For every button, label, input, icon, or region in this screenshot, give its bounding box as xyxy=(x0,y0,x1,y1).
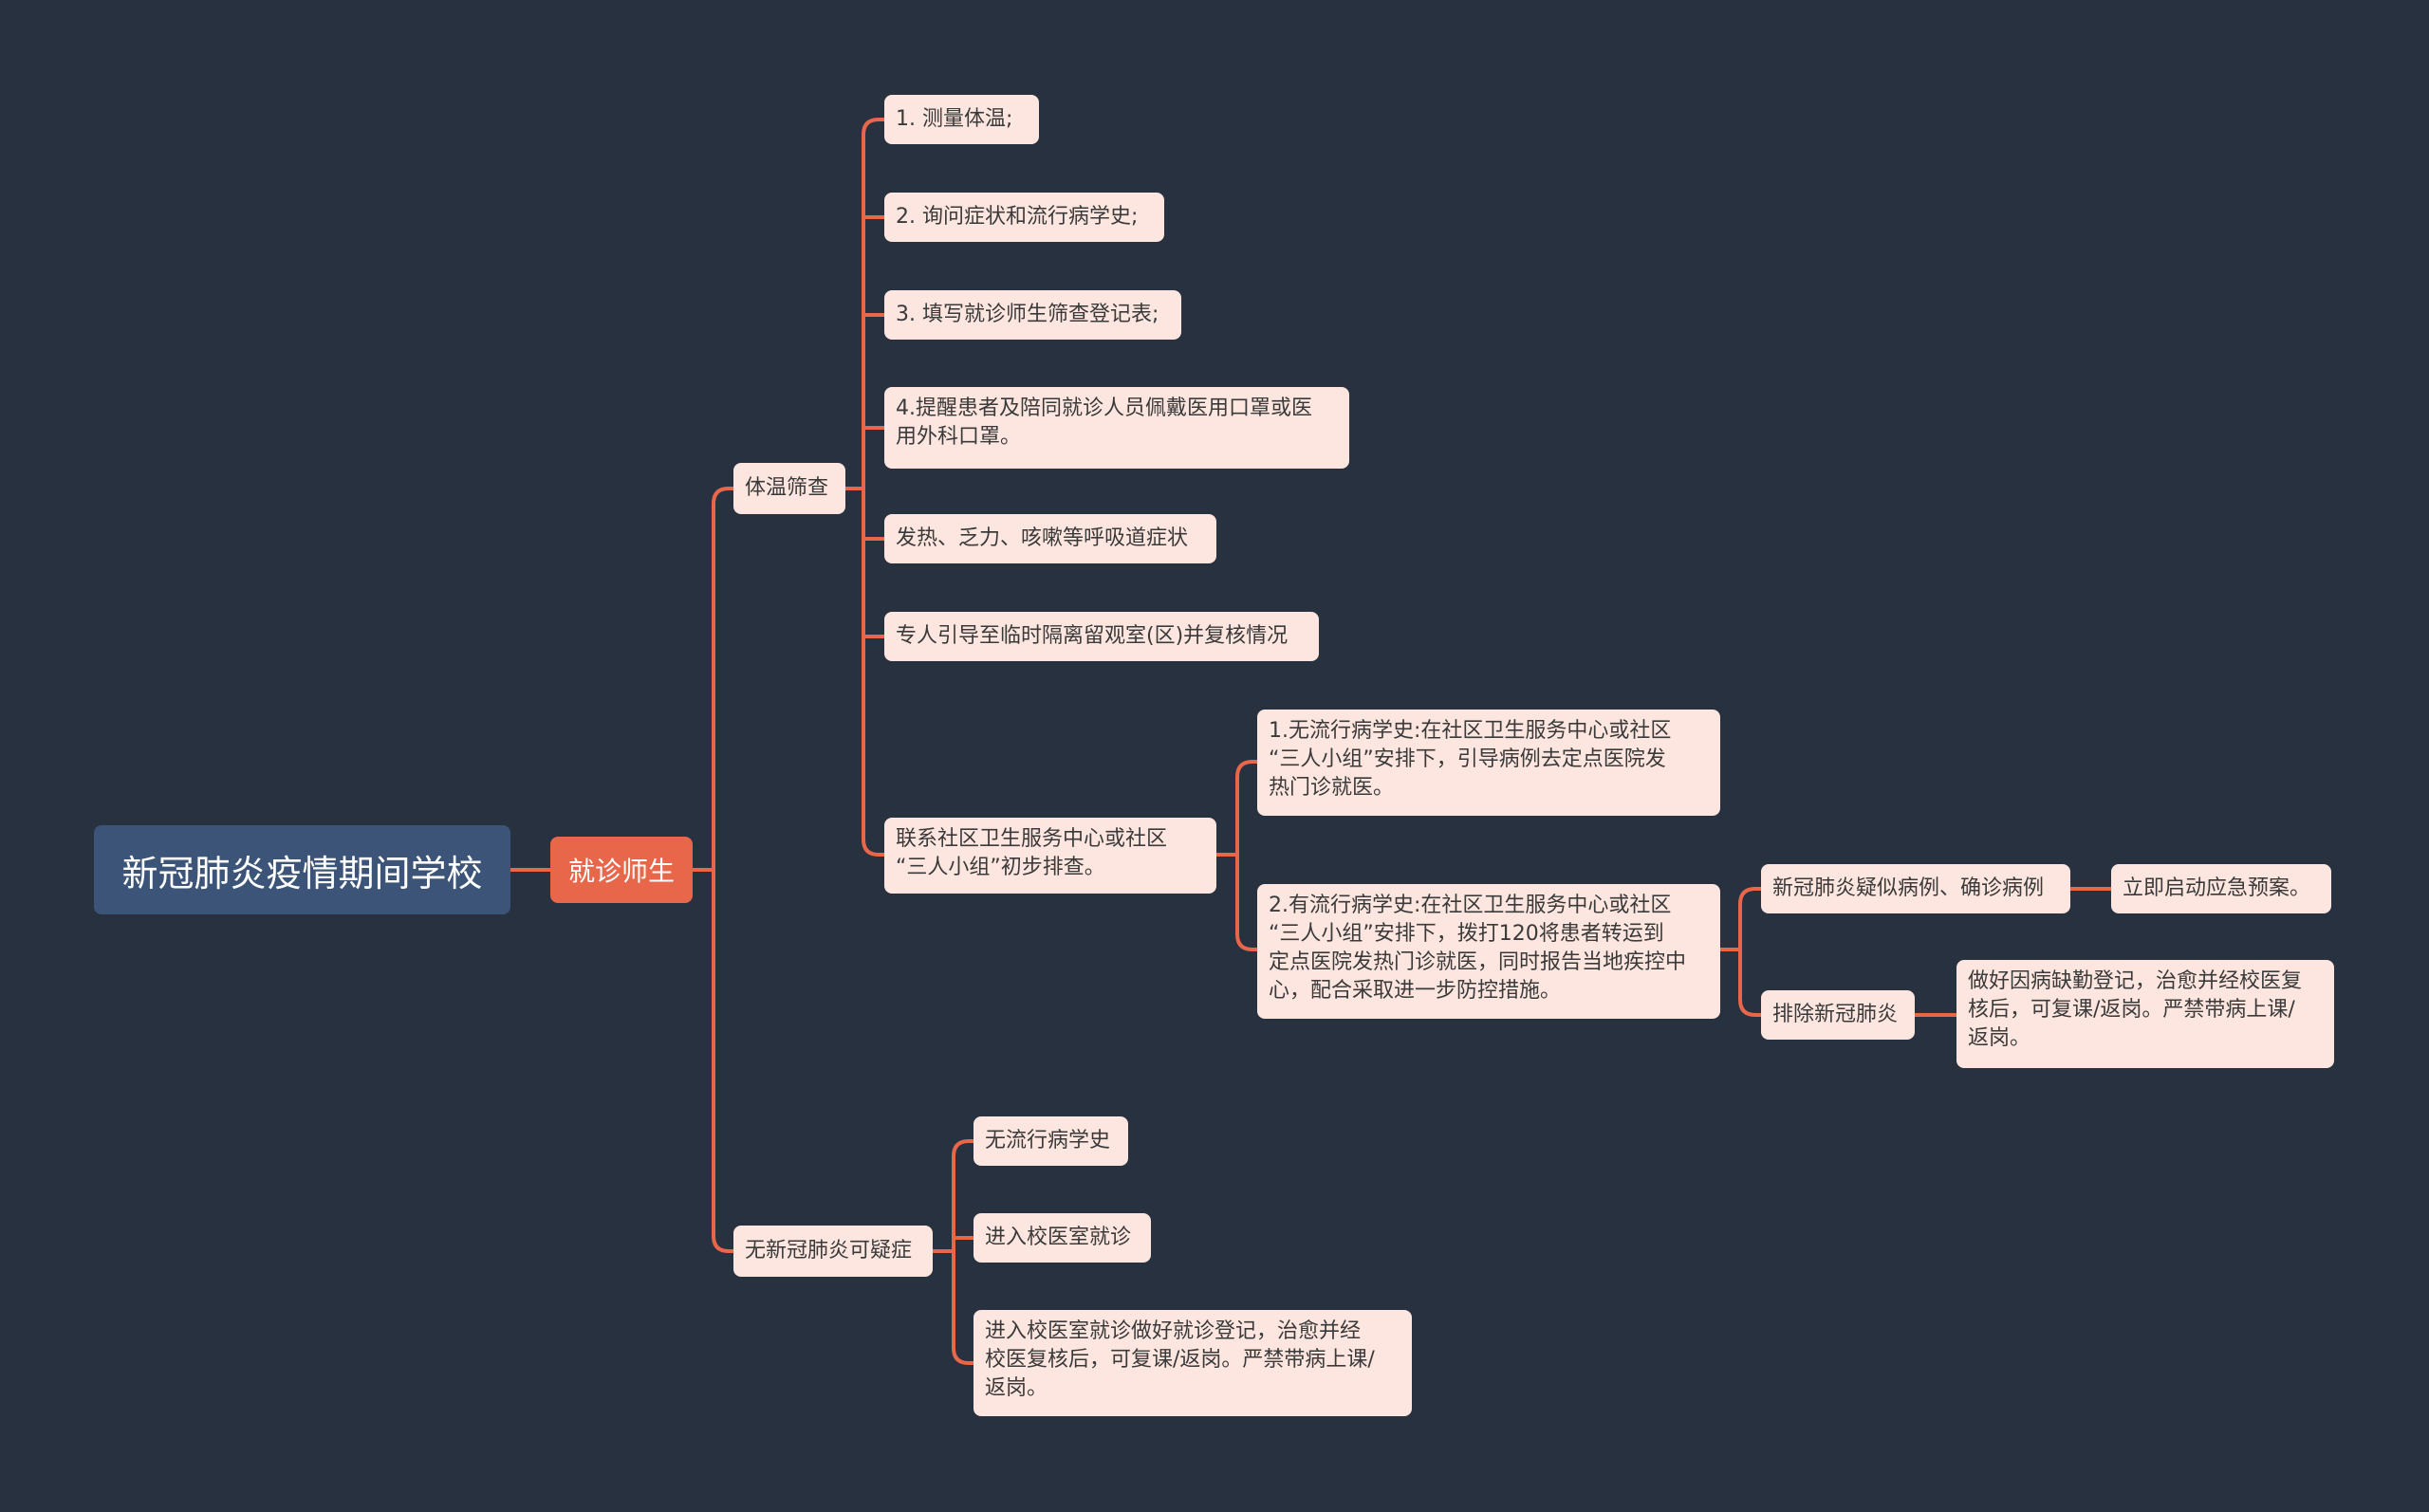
step-wear-mask[interactable]: 4.提醒患者及陪同就诊人员佩戴医用口罩或医 用外科口罩。 xyxy=(884,387,1349,469)
action-start-emergency-plan[interactable]: 立即启动应急预案。 xyxy=(2111,864,2331,913)
item-no-epidemiological-history[interactable]: 无流行病学史 xyxy=(973,1116,1128,1166)
case-no-epidemiological-history[interactable]: 1.无流行病学史:在社区卫生服务中心或社区 “三人小组”安排下，引导病例去定点医… xyxy=(1257,710,1720,816)
root-node[interactable]: 新冠肺炎疫情期间学校 xyxy=(94,825,510,914)
step-ask-symptoms[interactable]: 2. 询问症状和流行病学史; xyxy=(884,193,1164,242)
item-clinic-registration[interactable]: 进入校医室就诊做好就诊登记，治愈并经 校医复核后，可复课/返岗。严禁带病上课/ … xyxy=(973,1310,1412,1416)
item-respiratory-symptoms[interactable]: 发热、乏力、咳嗽等呼吸道症状 xyxy=(884,514,1216,563)
step-measure-temperature[interactable]: 1. 测量体温; xyxy=(884,95,1039,144)
item-contact-community[interactable]: 联系社区卫生服务中心或社区 “三人小组”初步排查。 xyxy=(884,818,1216,894)
item-enter-clinic[interactable]: 进入校医室就诊 xyxy=(973,1213,1151,1263)
step-fill-form[interactable]: 3. 填写就诊师生筛查登记表; xyxy=(884,290,1181,340)
branch-no-symptom[interactable]: 无新冠肺炎可疑症 xyxy=(733,1226,933,1277)
action-sick-leave-record[interactable]: 做好因病缺勤登记，治愈并经校医复 核后，可复课/返岗。严禁带病上课/ 返岗。 xyxy=(1956,960,2334,1068)
case-has-epidemiological-history[interactable]: 2.有流行病学史:在社区卫生服务中心或社区 “三人小组”安排下，拨打120将患者… xyxy=(1257,884,1720,1019)
item-isolation-observation[interactable]: 专人引导至临时隔离留观室(区)并复核情况 xyxy=(884,612,1319,661)
main-branch-node[interactable]: 就诊师生 xyxy=(550,837,693,903)
outcome-excluded[interactable]: 排除新冠肺炎 xyxy=(1761,990,1915,1040)
outcome-suspected-confirmed[interactable]: 新冠肺炎疑似病例、确诊病例 xyxy=(1761,864,2070,913)
branch-temperature-screening[interactable]: 体温筛查 xyxy=(733,463,845,514)
